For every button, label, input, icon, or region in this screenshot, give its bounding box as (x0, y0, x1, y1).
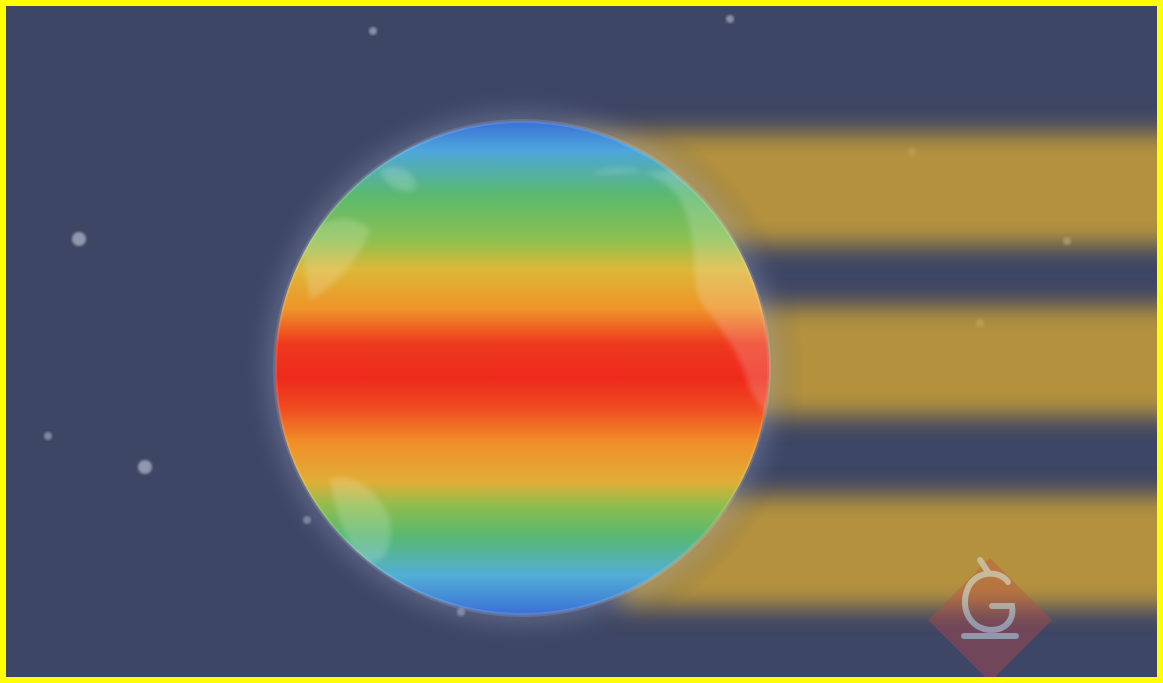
star (72, 232, 86, 246)
continent-shape (330, 477, 391, 563)
star (369, 27, 377, 35)
earth-globe (273, 119, 771, 617)
temperature-bands (275, 121, 769, 615)
continent-shape (590, 168, 769, 420)
globe-limb (273, 119, 771, 617)
earth-sunlight-illustration (6, 6, 1157, 677)
star (726, 15, 734, 23)
microscope-logo-icon (928, 557, 1052, 677)
star (44, 432, 52, 440)
star (138, 460, 152, 474)
continent-shape (300, 219, 370, 300)
logo-glyph (961, 557, 1019, 639)
continent-outlines (300, 166, 769, 563)
logo-diamond (928, 558, 1052, 677)
continent-shape (380, 166, 416, 192)
